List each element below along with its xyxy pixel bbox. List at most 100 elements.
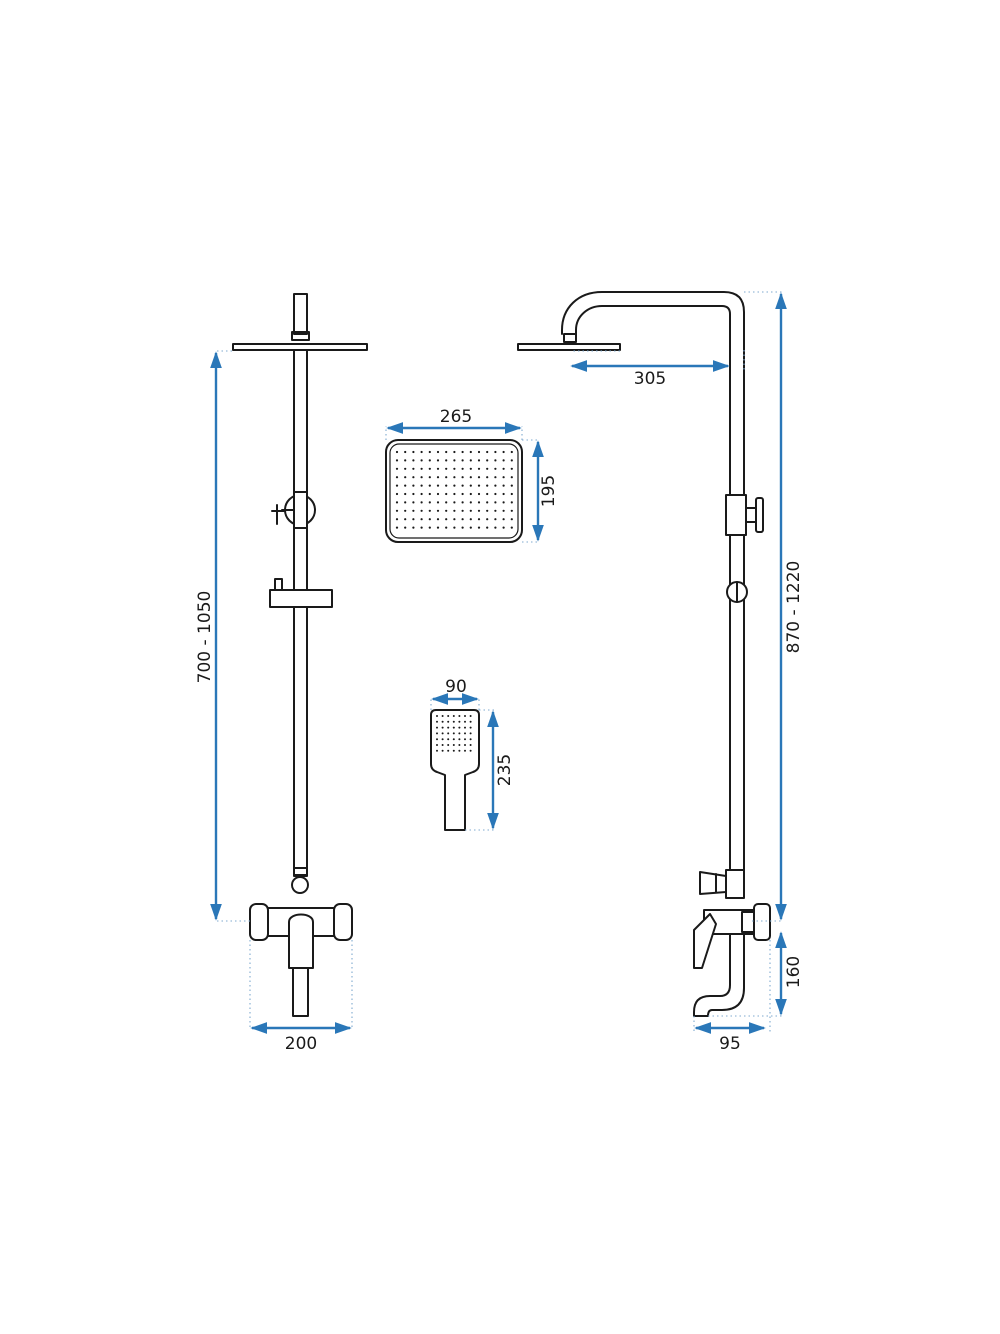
hand-width-label: 90 (445, 677, 467, 697)
nozzle-dot (469, 518, 472, 521)
rain-head-side (517, 343, 621, 351)
nozzle-dot (404, 518, 407, 521)
nozzle-dot (452, 738, 455, 741)
nozzle-dot (441, 744, 444, 746)
nozzle-dot (494, 450, 497, 454)
nozzle-dot (436, 459, 440, 462)
nozzle-dot (412, 526, 415, 529)
nozzle-dot (428, 492, 431, 496)
nozzle-dot (445, 476, 448, 479)
nozzle-dot (428, 476, 431, 479)
nozzle-dot (502, 492, 505, 496)
nozzle-dot (436, 526, 440, 529)
nozzle-dot (494, 476, 497, 479)
nozzle-dot (477, 501, 481, 504)
nozzle-dot (453, 476, 456, 479)
nozzle-dot (486, 518, 489, 521)
nozzle-dot (404, 509, 407, 512)
nozzle-dot (453, 467, 456, 470)
nozzle-dot (447, 720, 450, 723)
nozzle-dot (477, 484, 481, 487)
nozzle-dot (510, 476, 513, 479)
nozzle-dot (464, 744, 466, 746)
nozzle-dot (445, 518, 448, 521)
nozzle-dot (441, 738, 444, 741)
spout-front (288, 913, 314, 969)
nozzle-dot (412, 501, 415, 504)
nozzle-dot (428, 501, 431, 504)
nozzle-dot (452, 732, 455, 735)
nozzle-dot (453, 518, 456, 521)
head-width-label: 265 (440, 407, 472, 427)
nozzle-dot (436, 726, 438, 729)
nozzle-dot (486, 484, 489, 487)
nozzle-dot (469, 501, 472, 504)
nozzle-dot (510, 526, 513, 529)
nozzle-dot (458, 715, 461, 717)
nozzle-dot (404, 484, 407, 487)
nozzle-dot (494, 467, 497, 470)
nozzle-dot (469, 459, 472, 462)
nozzle-dot (395, 484, 399, 487)
nozzle-dot (420, 476, 423, 479)
nozzle-dot (404, 492, 407, 496)
nozzle-dot (436, 732, 438, 735)
nozzle-dot (395, 467, 399, 470)
nozzle-dot (461, 476, 464, 479)
nozzle-dot (420, 501, 423, 504)
head-depth-label: 195 (539, 475, 559, 507)
nozzle-dot (469, 732, 472, 735)
nozzle-dot (464, 715, 466, 717)
nozzle-dot (395, 492, 399, 496)
hand-shower-nozzles (436, 715, 472, 752)
nozzle-dot (477, 492, 481, 496)
nozzle-dot (447, 744, 450, 746)
nozzle-dot (452, 726, 455, 729)
nozzle-dot (477, 509, 481, 512)
nozzle-dot (441, 726, 444, 729)
nozzle-dot (502, 459, 505, 462)
nozzle-dot (461, 459, 464, 462)
nozzle-dot (452, 749, 455, 752)
nozzle-dot (436, 450, 440, 454)
nozzle-dot (436, 492, 440, 496)
nozzle-dot (428, 450, 431, 454)
nozzle-dot (461, 526, 464, 529)
nozzle-dot (510, 518, 513, 521)
nozzle-dot (441, 720, 444, 723)
nozzle-dot (510, 501, 513, 504)
nozzle-dot (445, 501, 448, 504)
nozzle-dot (395, 459, 399, 462)
front-width-label: 200 (285, 1034, 317, 1054)
nozzle-dot (464, 732, 466, 735)
nozzle-dot (486, 467, 489, 470)
nozzle-dot (461, 501, 464, 504)
nozzle-dot (494, 484, 497, 487)
nozzle-dot (486, 509, 489, 512)
riser-rail-front (293, 349, 308, 876)
nozzle-dot (502, 450, 505, 454)
nozzle-dot (486, 526, 489, 529)
nozzle-dot (420, 509, 423, 512)
nozzle-dot (445, 459, 448, 462)
nozzle-dot (395, 518, 399, 521)
nozzle-dot (469, 492, 472, 496)
nozzle-dot (447, 738, 450, 741)
nozzle-dot (404, 526, 407, 529)
nozzle-dot (436, 467, 440, 470)
nozzle-dot (510, 450, 513, 454)
nozzle-dot (458, 720, 461, 723)
nozzle-dot (453, 501, 456, 504)
nozzle-dot (428, 459, 431, 462)
nozzle-dot (510, 467, 513, 470)
nozzle-dot (445, 484, 448, 487)
nozzle-dot (452, 715, 455, 717)
nozzle-dot (395, 476, 399, 479)
nozzle-dot (445, 526, 448, 529)
nozzle-dot (494, 459, 497, 462)
nozzle-dot (412, 459, 415, 462)
nozzle-dot (502, 526, 505, 529)
nozzle-dot (502, 467, 505, 470)
nozzle-dot (494, 518, 497, 521)
